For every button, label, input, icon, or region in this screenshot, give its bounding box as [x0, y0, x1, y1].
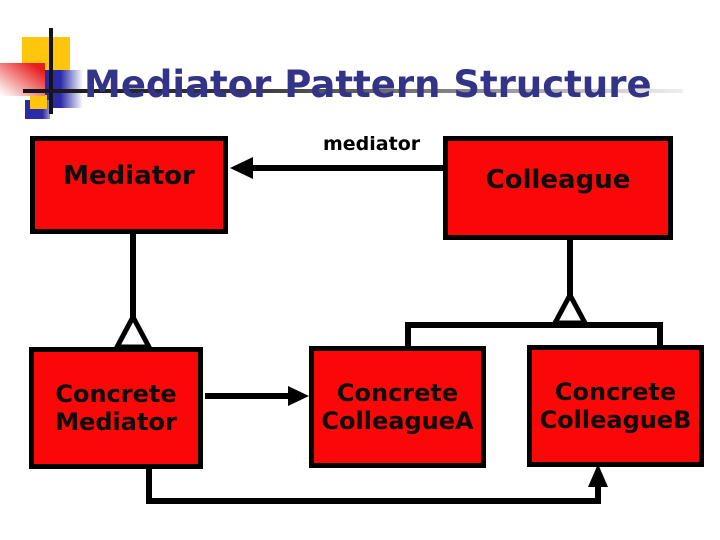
class-box-concrete-colleague-b-label: Concrete ColleagueB — [539, 378, 692, 434]
logo-vertical-line — [49, 28, 53, 114]
class-box-mediator-label: Mediator — [63, 161, 195, 191]
class-box-mediator: Mediator — [30, 136, 228, 234]
page-title: Mediator Pattern Structure — [84, 62, 652, 106]
logo-square-yellow-small — [30, 95, 47, 109]
association-label-mediator: mediator — [323, 133, 421, 155]
class-box-concrete-mediator-label: Concrete Mediator — [55, 380, 177, 436]
arrowhead-into-colleague-b-icon — [588, 464, 608, 487]
class-box-colleague-label: Colleague — [485, 165, 631, 195]
inheritance-triangle-mediator-icon — [112, 311, 154, 350]
class-box-concrete-colleague-b: Concrete ColleagueB — [527, 345, 704, 467]
class-box-concrete-colleague-a: Concrete ColleagueA — [309, 346, 486, 468]
class-box-concrete-mediator: Concrete Mediator — [29, 347, 203, 469]
arrowhead-into-mediator-icon — [230, 157, 253, 179]
inheritance-triangle-colleague-icon — [550, 289, 590, 326]
title-underline-rule — [23, 89, 683, 93]
class-box-concrete-colleague-a-label: Concrete ColleagueA — [321, 379, 474, 435]
arrowhead-into-colleague-a-icon — [288, 386, 309, 406]
bottom-connector-cm-to-colleague-b — [146, 466, 601, 504]
sibling-connector-bar — [405, 322, 663, 351]
class-box-colleague: Colleague — [443, 136, 673, 240]
